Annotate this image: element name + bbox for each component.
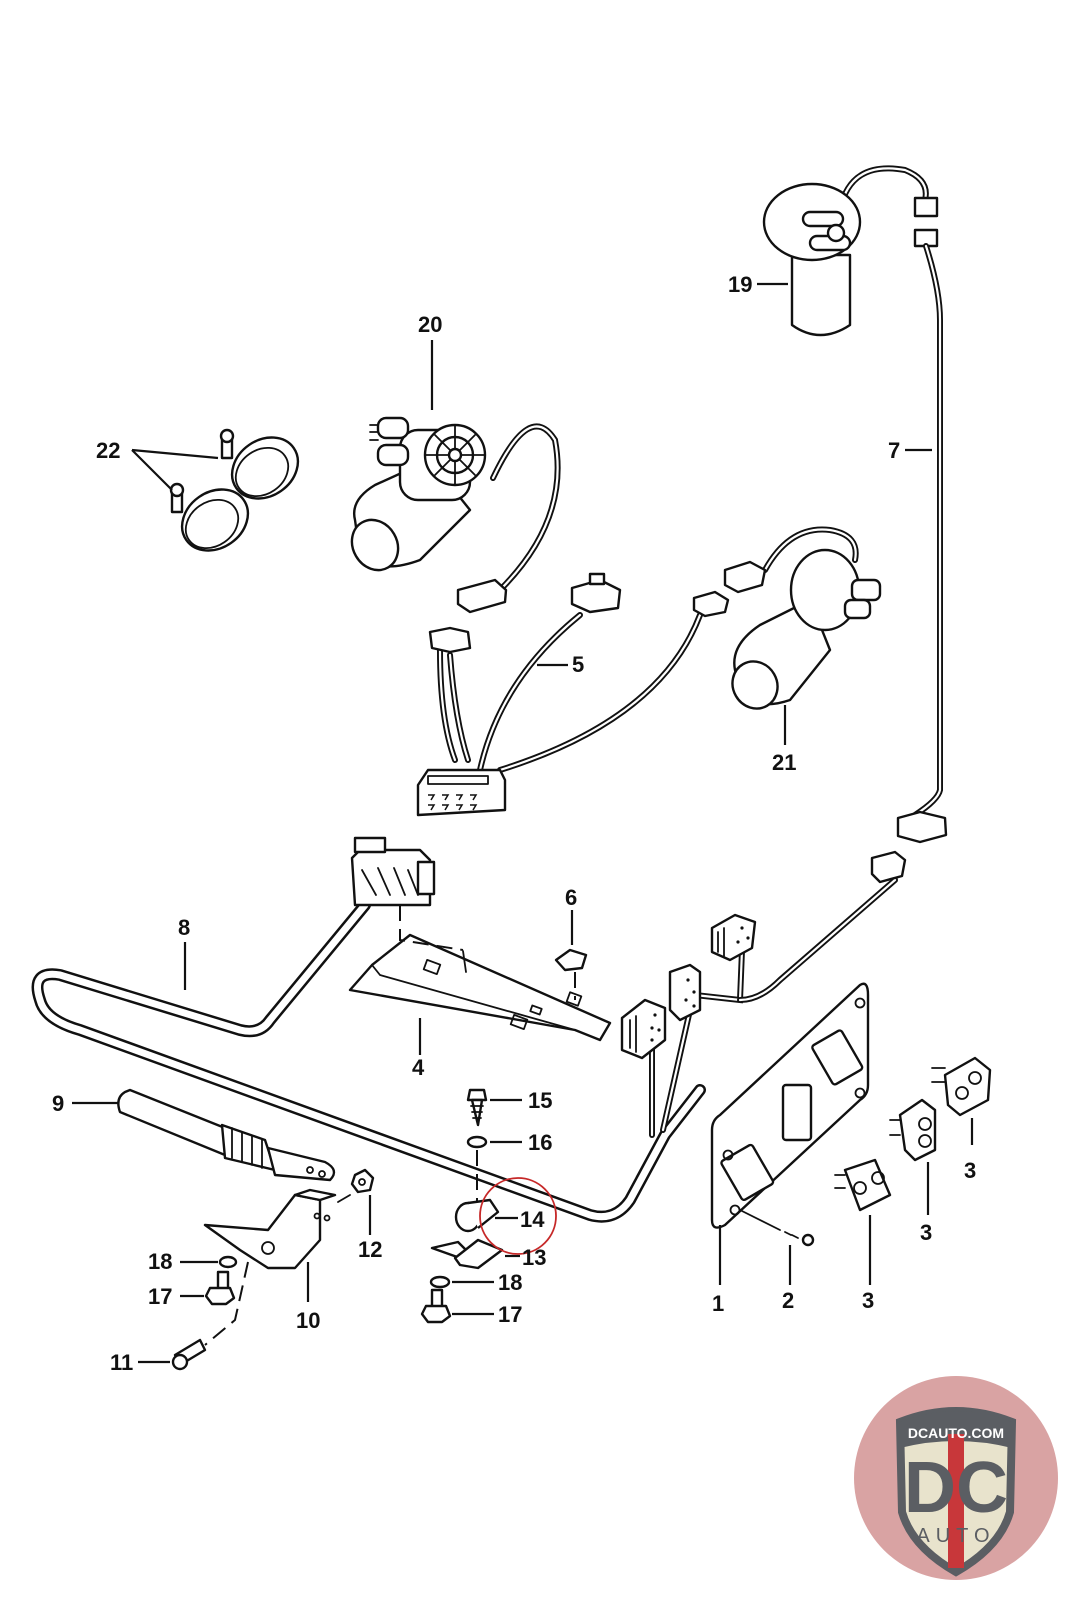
callout-3: 3 (862, 1288, 874, 1313)
callout-11: 11 (110, 1350, 133, 1375)
seat-switch-1 (834, 1158, 892, 1285)
seat-switch-3 (931, 1056, 992, 1145)
switch-connector-c (710, 913, 757, 962)
motor-wiring-harness (416, 572, 730, 817)
logo-letters: DC (904, 1448, 1008, 1528)
callout-17: 17 (148, 1284, 172, 1309)
callout-20: 20 (418, 312, 442, 337)
washer-18a (180, 1255, 238, 1269)
clip (554, 910, 588, 1000)
seat-motor-19 (757, 165, 939, 337)
callout-8: 8 (178, 915, 190, 940)
hex-bolt-17b (420, 1288, 494, 1324)
switch-mounting-plate (710, 982, 870, 1285)
logo-bottom-text: AUTO (916, 1525, 995, 1547)
harness-bracket-plate (348, 905, 612, 1042)
hex-bolt-17a (180, 1270, 236, 1306)
callout-21: 21 (772, 750, 796, 775)
callout-13: 13 (522, 1245, 546, 1270)
motor-lead-harness (870, 243, 948, 884)
highlight-circle (479, 1177, 557, 1255)
callout-10: 10 (296, 1308, 320, 1333)
callout-17: 17 (498, 1302, 522, 1327)
hose-clamps (131, 428, 300, 552)
clamp-bracket (430, 1238, 520, 1270)
callout-12: 12 (358, 1237, 382, 1262)
seat-motor-21 (723, 526, 882, 745)
callout-15: 15 (528, 1088, 552, 1113)
callout-2: 2 (782, 1288, 794, 1313)
mounting-bracket (203, 1188, 337, 1302)
callout-6: 6 (565, 885, 577, 910)
callout-3: 3 (920, 1220, 932, 1245)
callout-22: 22 (96, 438, 120, 463)
seat-motor-20 (350, 340, 561, 614)
callout-19: 19 (728, 272, 752, 297)
callout-18: 18 (498, 1270, 522, 1295)
logo-top-text: DCAUTO.COM (908, 1425, 1004, 1441)
switch-connector-b (668, 963, 702, 1022)
callout-7: 7 (888, 438, 900, 463)
callout-3: 3 (964, 1158, 976, 1183)
screw (739, 1209, 815, 1285)
dcauto-watermark-logo: DCAUTO.COM DC AUTO (854, 1376, 1058, 1580)
washer-18b (429, 1275, 494, 1289)
nut (337, 1168, 375, 1235)
seat-switch-2 (889, 1098, 937, 1215)
multi-pin-connector (350, 836, 436, 907)
callout-4: 4 (412, 1055, 425, 1080)
main-wiring-harness (31, 899, 706, 1223)
self-tapping-screw (466, 1088, 522, 1127)
cable-clamp (454, 1198, 518, 1233)
callout-16: 16 (528, 1130, 552, 1155)
bolt (138, 1261, 249, 1371)
callout-18: 18 (148, 1249, 172, 1274)
callout-9: 9 (52, 1091, 64, 1116)
callout-14[interactable]: 14 (520, 1207, 545, 1232)
logo-stripe (948, 1434, 964, 1568)
switch-connector-a (620, 998, 667, 1060)
callout-1: 1 (712, 1291, 724, 1316)
cable-sleeve-with-eyelet (72, 1088, 336, 1182)
callout-labels: 1 2 3 3 3 4 5 6 7 8 9 10 11 12 13 14 15 … (52, 272, 976, 1375)
callout-5: 5 (572, 652, 584, 677)
